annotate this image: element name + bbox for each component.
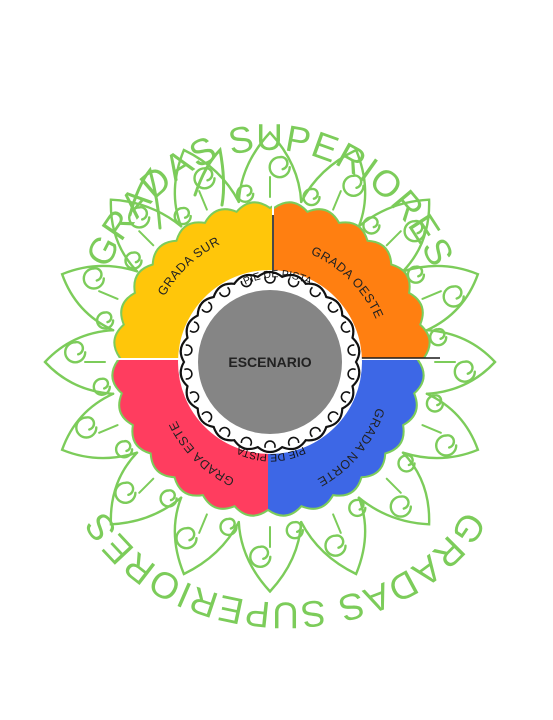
mandala-ornament xyxy=(332,513,342,534)
mandala-ornament xyxy=(268,155,291,179)
mandala-ornament xyxy=(173,496,240,576)
mandala-ornament xyxy=(114,481,137,504)
floor-scallop-swirl xyxy=(184,344,193,356)
mandala-ornament xyxy=(198,513,208,534)
mandala-ornament xyxy=(60,264,139,332)
mandala-ornament xyxy=(302,187,321,207)
mandala-ornament xyxy=(175,526,198,550)
mandala-ornament xyxy=(342,174,365,197)
mandala-ornament xyxy=(124,251,143,270)
floor-scallop-swirl xyxy=(184,368,193,380)
mandala-ornament xyxy=(128,166,162,230)
mandala-ornament xyxy=(406,265,426,284)
mandala-ornament xyxy=(198,190,208,211)
floor-scallop-swirl xyxy=(264,440,276,449)
mandala-ornament xyxy=(385,477,402,494)
mandala-ornament xyxy=(397,454,416,473)
mandala-ornament xyxy=(429,327,448,347)
mandala-ornament xyxy=(401,392,480,460)
mandala-ornament xyxy=(425,329,497,395)
mandala-ornament xyxy=(357,198,431,273)
mandala-ornament xyxy=(421,290,442,300)
floor-scallop-swirl xyxy=(218,426,231,438)
stage-label: ESCENARIO xyxy=(228,354,311,370)
mandala-ornament xyxy=(237,130,303,204)
mandala-ornament xyxy=(92,377,111,396)
floor-scallop-swirl xyxy=(189,391,200,403)
mandala-ornament xyxy=(403,219,426,243)
mandala-ornament xyxy=(159,489,178,508)
mandala-ornament xyxy=(138,230,155,247)
mandala-ornament xyxy=(64,340,87,364)
floor-scallop-swirl xyxy=(340,391,351,403)
mandala-ornament xyxy=(362,216,381,235)
mandala-ornament xyxy=(219,517,238,537)
floor-scallop-swirl xyxy=(189,321,200,333)
mandala-ornament xyxy=(249,545,272,568)
mandala-ornament xyxy=(95,311,115,330)
upper-tier-ornament xyxy=(43,130,497,594)
mandala-ornament xyxy=(236,184,255,203)
mandala-ornament xyxy=(193,146,226,207)
mandala-ornament xyxy=(300,148,367,228)
mandala-ornament xyxy=(348,498,367,518)
floor-scallop-swirl xyxy=(340,321,351,333)
mandala-ornament xyxy=(82,267,105,290)
floor-scallop-swirl xyxy=(309,286,322,298)
mandala-ornament xyxy=(173,206,192,226)
floor-scallop-swirl xyxy=(218,286,231,298)
floor-scallop-swirl xyxy=(240,436,253,447)
mandala-ornament xyxy=(357,451,431,526)
floor-scallop-swirl xyxy=(347,368,356,380)
floor-scallop-swirl xyxy=(287,277,300,288)
stage-escenario[interactable] xyxy=(198,290,342,434)
mandala-ornament xyxy=(421,424,442,434)
mandala-ornament xyxy=(114,439,134,459)
mandala-ornament xyxy=(60,392,139,460)
mandala-ornament xyxy=(109,451,183,526)
mandala-ornament xyxy=(98,290,119,300)
mandala-ornament xyxy=(173,148,240,228)
mandala-ornament xyxy=(332,190,342,211)
mandala-ornament xyxy=(109,198,183,273)
floor-scallop-swirl xyxy=(347,344,356,356)
mandala-ornament xyxy=(237,520,303,594)
floor-scallop-swirl xyxy=(327,301,339,313)
mandala-ornament xyxy=(324,534,347,557)
floor-scallop-swirl xyxy=(201,301,213,313)
mandala-ornament xyxy=(453,360,476,383)
mandala-ornament xyxy=(193,166,216,190)
mandala-ornament xyxy=(75,416,98,439)
floor-scallop-swirl xyxy=(240,277,253,288)
floor-scallop-swirl xyxy=(327,411,339,423)
mandala-ornament xyxy=(435,434,458,457)
mandala-ornament xyxy=(98,424,119,434)
floor-scallop-swirl xyxy=(287,436,300,447)
mandala-ornament xyxy=(442,285,465,308)
mandala-ornament xyxy=(300,496,367,576)
floor-scallop-swirl xyxy=(309,426,322,438)
floor-scallop-swirl xyxy=(264,275,276,284)
mandala-ornament xyxy=(389,495,412,518)
mandala-ornament xyxy=(138,477,155,494)
floor-scallop-swirl xyxy=(201,411,213,423)
mandala-ornament xyxy=(401,264,480,332)
mandala-ornament xyxy=(385,230,402,247)
mandala-ornament xyxy=(285,520,304,540)
mandala-ornament xyxy=(43,329,115,395)
mandala-ornament xyxy=(425,394,445,413)
